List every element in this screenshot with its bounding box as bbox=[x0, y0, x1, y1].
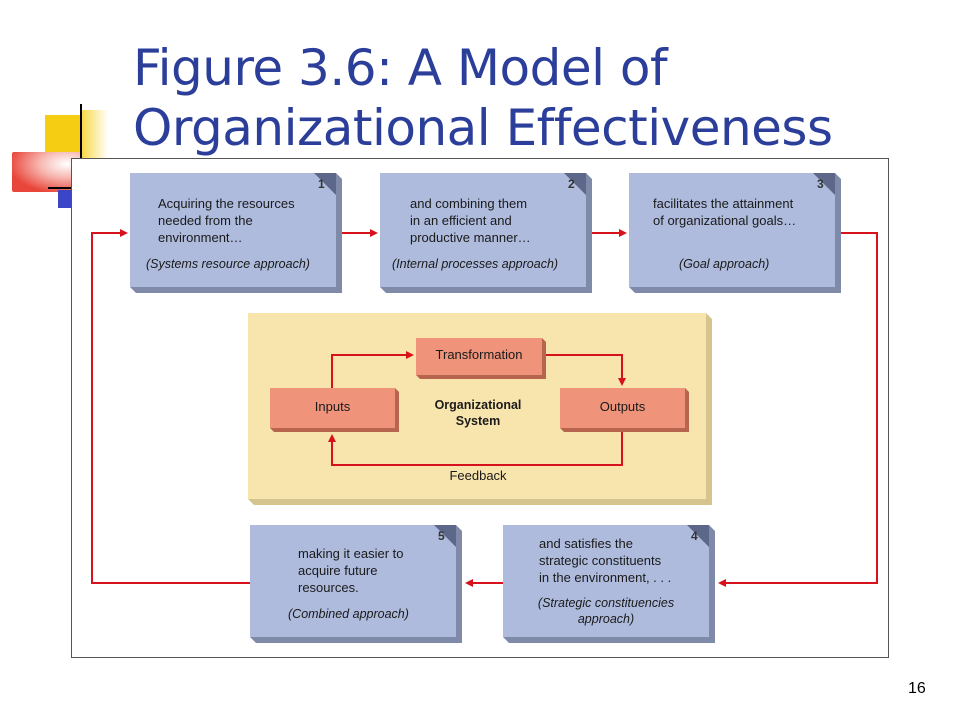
box-4: 4 and satisfies the strategic constituen… bbox=[503, 525, 709, 637]
box-5-shape bbox=[250, 525, 462, 643]
box-2-approach: (Internal processes approach) bbox=[392, 257, 559, 271]
transformation-label: Transformation bbox=[435, 347, 523, 362]
box-5-text: making it easier to acquire future resou… bbox=[298, 546, 404, 595]
box-1: 1 Acquiring the resources needed from th… bbox=[130, 173, 336, 287]
organizational-system-label: Organizational System bbox=[434, 398, 522, 428]
box-3-approach: (Goal approach) bbox=[679, 257, 770, 271]
box-4-number: 4 bbox=[691, 529, 698, 543]
box-3-text: facilitates the attainment of organizati… bbox=[653, 196, 797, 228]
figure-frame: 1 Acquiring the resources needed from th… bbox=[71, 158, 889, 658]
decorative-horizontal-line bbox=[48, 187, 88, 189]
box-1-number: 1 bbox=[318, 177, 325, 191]
arrow-feedback bbox=[328, 432, 623, 466]
arrow-3-to-4 bbox=[718, 232, 878, 587]
box-1-approach: (Systems resource approach) bbox=[146, 257, 310, 271]
feedback-label: Feedback bbox=[449, 468, 507, 483]
box-3-number: 3 bbox=[817, 177, 824, 191]
arrow-transformation-to-outputs bbox=[546, 354, 626, 386]
outputs-label: Outputs bbox=[599, 399, 646, 414]
box-5: 5 making it easier to acquire future res… bbox=[250, 525, 456, 637]
box-4-shape bbox=[503, 525, 715, 643]
diagram-canvas bbox=[91, 173, 878, 643]
box-3-shape bbox=[629, 173, 841, 293]
box-3: 3 facilitates the attainment of organiza… bbox=[629, 173, 835, 287]
decorative-red-square bbox=[12, 152, 80, 192]
decorative-vertical-line bbox=[80, 104, 82, 190]
slide-title: Figure 3.6: A Model of Organizational Ef… bbox=[133, 39, 833, 157]
box-2-shape bbox=[380, 173, 592, 293]
arrow-5-to-1 bbox=[91, 229, 250, 584]
box-2: 2 and combining them in an efficient and… bbox=[380, 173, 586, 287]
inputs-shape bbox=[270, 388, 399, 432]
page-number: 16 bbox=[908, 680, 926, 697]
box-4-approach: (Strategic constituencies approach) bbox=[537, 596, 675, 626]
box-1-shape bbox=[130, 173, 342, 293]
outputs-shape bbox=[560, 388, 689, 432]
inputs-label: Inputs bbox=[314, 399, 351, 414]
box-4-text: and satisfies the strategic constituents… bbox=[539, 536, 672, 585]
arrow-inputs-to-transformation bbox=[331, 351, 414, 388]
box-1-text: Acquiring the resources needed from the … bbox=[158, 196, 295, 245]
box-5-approach: (Combined approach) bbox=[288, 607, 409, 621]
box-2-number: 2 bbox=[568, 177, 575, 191]
box-2-text: and combining them in an efficient and p… bbox=[410, 196, 531, 245]
box-5-number: 5 bbox=[438, 529, 445, 543]
transformation-shape bbox=[416, 338, 546, 379]
